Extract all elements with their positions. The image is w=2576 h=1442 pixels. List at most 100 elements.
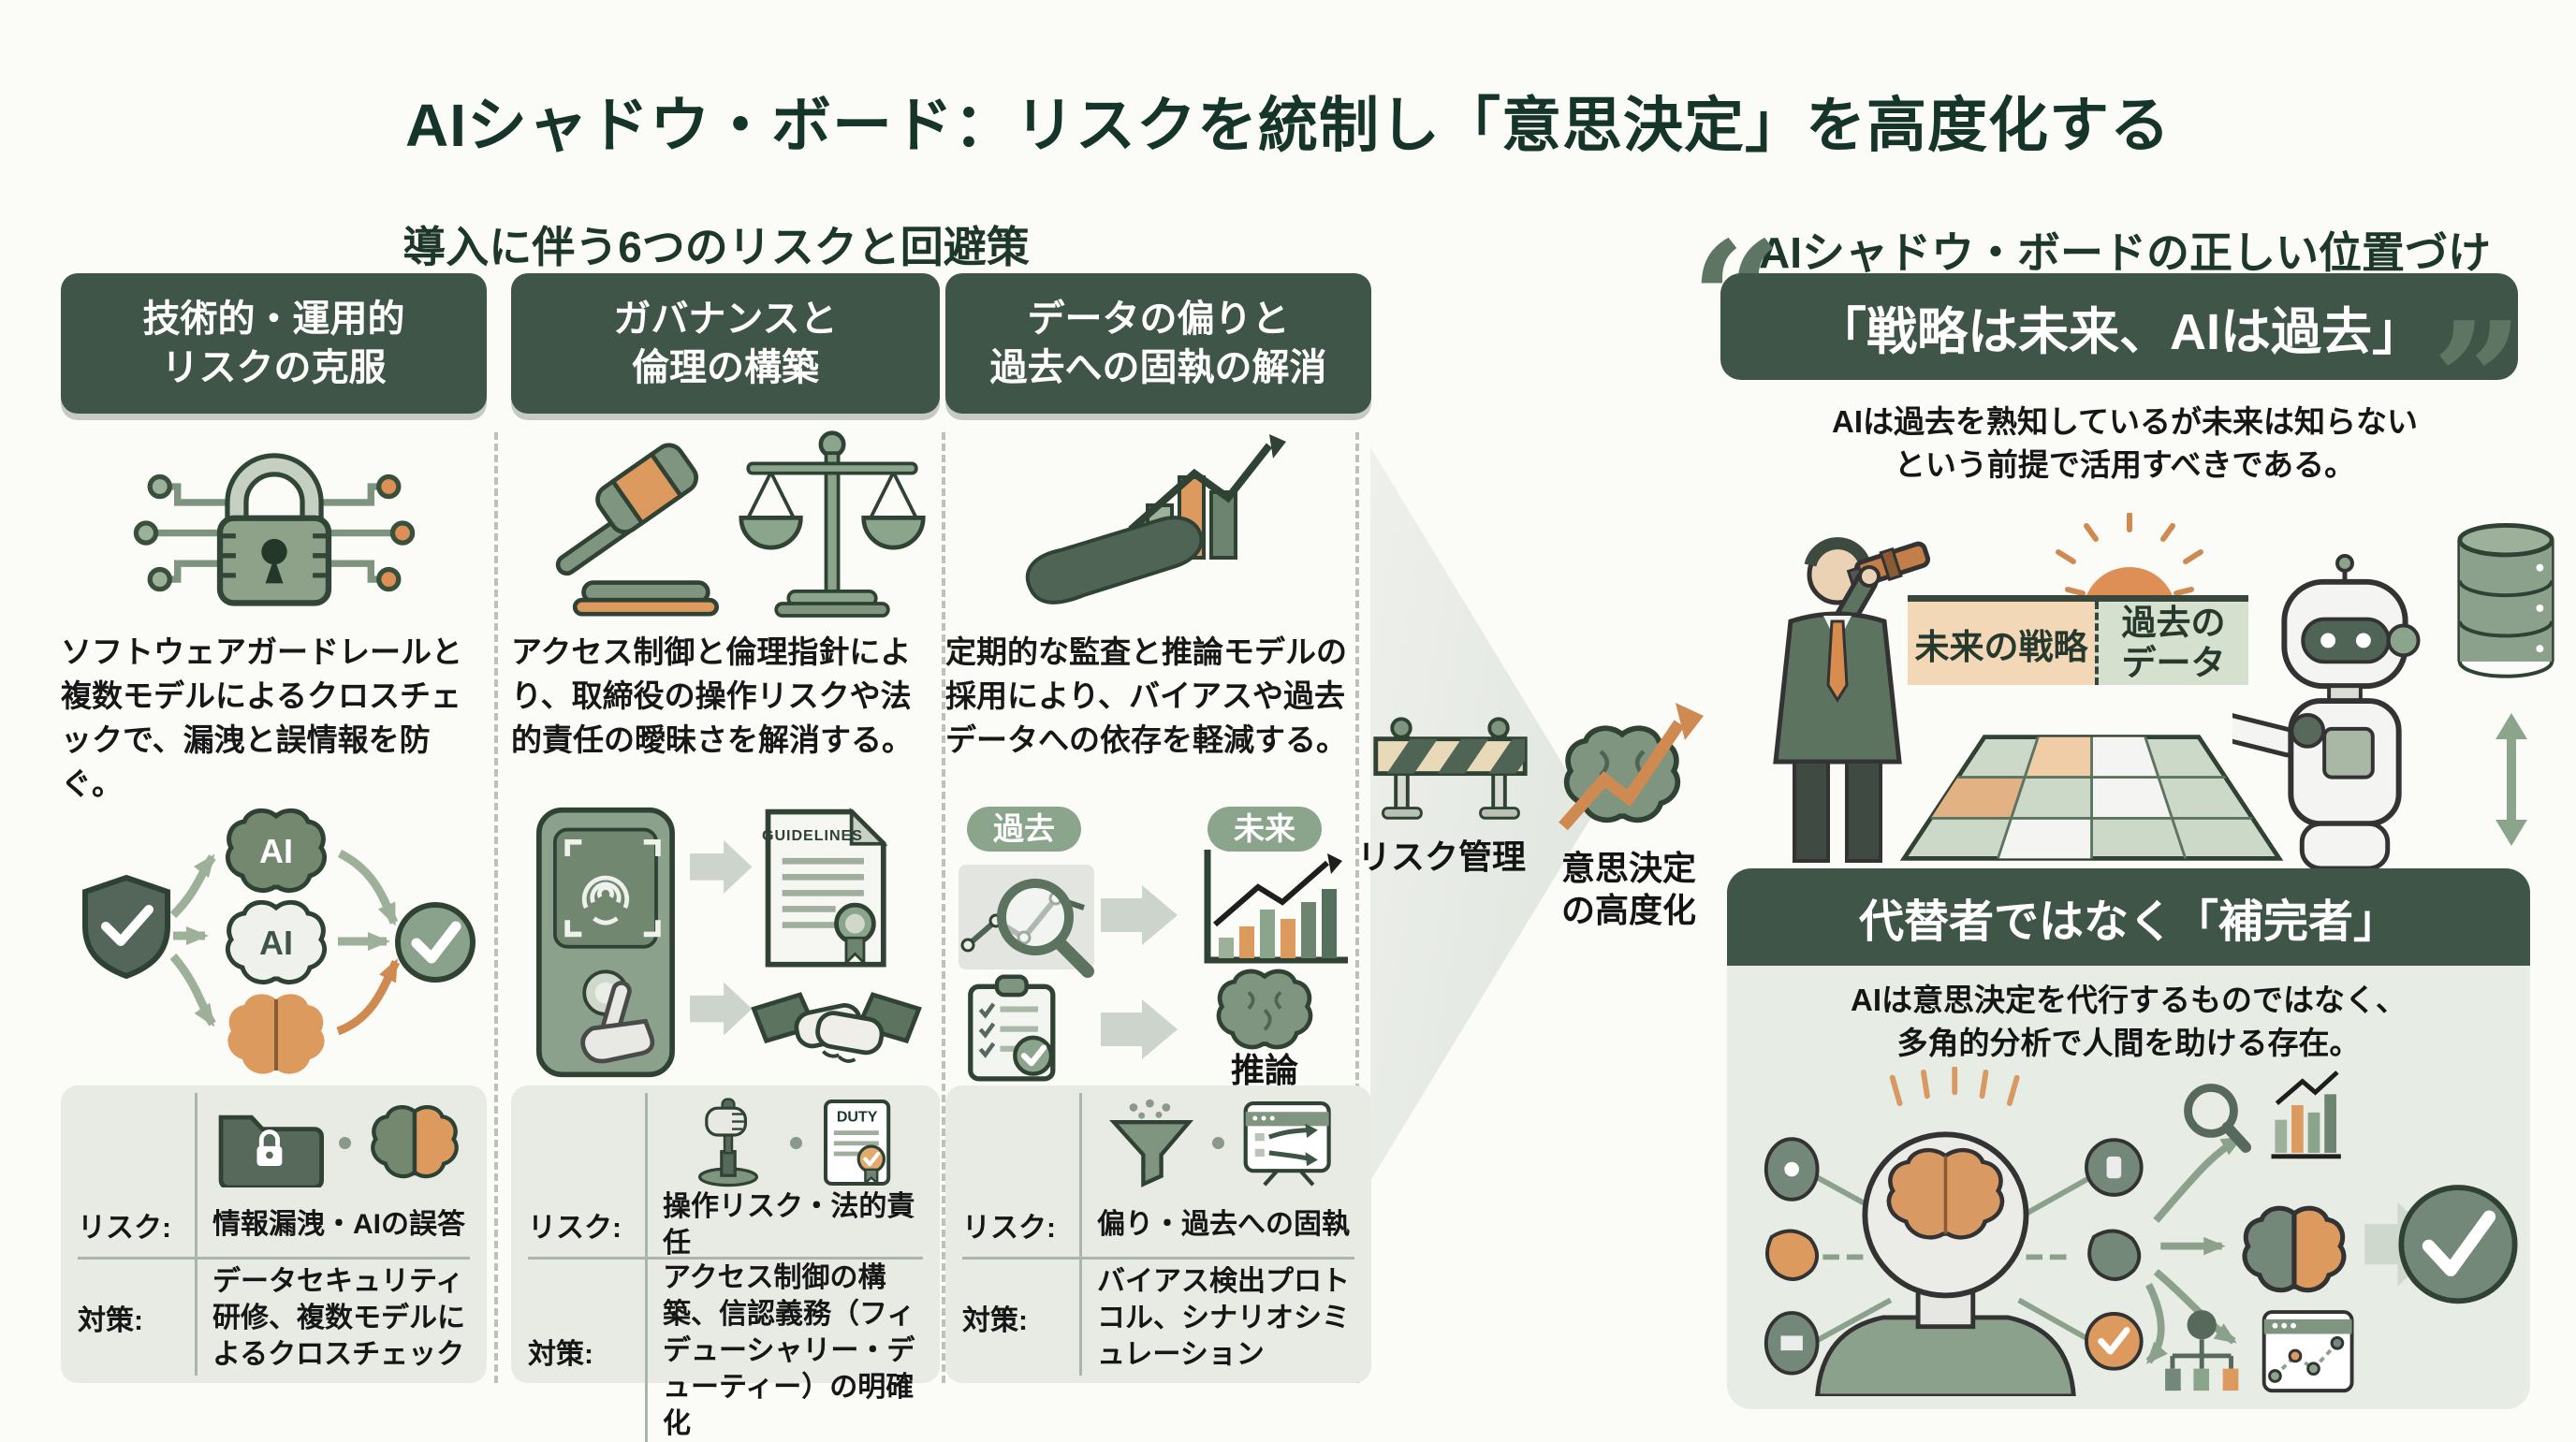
- measure-label: 対策:: [962, 1260, 1082, 1376]
- hand-holding-chart-icon: [945, 414, 1371, 631]
- final-check-icon: [2398, 1185, 2518, 1304]
- svg-text:AI: AI: [259, 924, 293, 962]
- guidelines-document-icon: GUIDELINES: [762, 808, 888, 968]
- quote-box: 「戦略は未来、AIは過去」: [1720, 273, 2518, 380]
- mini-bar-chart-icon: [2271, 1071, 2341, 1159]
- svg-text:未来: 未来: [1234, 811, 1295, 846]
- gavel-icon: [555, 442, 719, 617]
- arrow-right: [1100, 999, 1178, 1059]
- ai-brain-green-icon: AI: [225, 808, 327, 893]
- node-links: [1814, 1174, 2094, 1345]
- barricade-icon: [1368, 691, 1532, 831]
- lock-shackle: [229, 457, 318, 520]
- flow-arrows: [169, 849, 398, 1027]
- dot-separator: [339, 1136, 351, 1149]
- column-header-line2: 倫理の構築: [632, 347, 819, 388]
- executive-telescope-icon: [1727, 517, 1961, 870]
- left-section-subtitle: 導入に伴う6つのリスクと回避策: [402, 223, 1030, 272]
- future-pill: 未来: [1207, 807, 1322, 852]
- duty-document-icon: DUTY: [823, 1100, 890, 1186]
- dot-separator: [789, 1136, 802, 1149]
- split-brain-icon: [2242, 1206, 2347, 1293]
- complement-body: AIは意思決定を代行するものではなく、 多角的分析で人間を助ける存在。: [1851, 983, 2407, 1061]
- column-divider: [1355, 432, 1359, 1383]
- quote-subtext-line2: という前提で活用すべきである。: [1894, 447, 2356, 482]
- gavel-scales-icon: [511, 414, 940, 631]
- complement-illustration: [1764, 1067, 2518, 1397]
- column-header-line1: データの偏りと: [1027, 299, 1290, 340]
- brain-growth-icon: [1546, 686, 1710, 840]
- risk-value: 操作リスク・法的責任: [648, 1191, 923, 1260]
- past-pill: 過去: [966, 807, 1081, 852]
- dot-separator: [1212, 1136, 1224, 1149]
- inference-label: 推論: [1230, 1051, 1297, 1087]
- keyhole: [260, 538, 287, 564]
- measure-label: 対策:: [78, 1260, 198, 1376]
- measure-value: バイアス検出プロトコル、シナリオシミュレーション: [1097, 1265, 1350, 1370]
- close-quote-icon: ”: [2432, 287, 2524, 474]
- column-header-line2: リスクの克服: [161, 347, 387, 388]
- complement-header: 代替者ではなく「補完者」: [1727, 868, 2530, 966]
- svg-text:AI: AI: [259, 832, 293, 870]
- arrow-right: [690, 982, 753, 1036]
- shield-check-icon: [81, 874, 170, 980]
- document-lines: [782, 857, 864, 928]
- hand-on-lever-icon: [697, 1098, 758, 1187]
- risk-label: リスク:: [962, 1192, 1082, 1260]
- risk-measure-box: リスク: 偏り・過去への固執 対策: バイアス検出プロトコル、シナリオシミュレー…: [945, 1085, 1371, 1383]
- magnifier-chart-icon: [958, 865, 1094, 978]
- checklist-clipboard-icon: [967, 974, 1055, 1082]
- measure-label: 対策:: [528, 1260, 648, 1442]
- crosscheck-diagram: AI AI: [61, 805, 487, 1080]
- funnel-icon: [1109, 1099, 1193, 1187]
- right-section-subtitle: AIシャドウ・ボードの正しい位置づけ: [1759, 228, 2491, 278]
- column-divider: [494, 432, 498, 1383]
- column-body-text: 定期的な監査と推論モデルの採用により、バイアスや過去データへの依存を軽減する。: [945, 634, 1347, 757]
- column-header-technical: 技術的・運用的 リスクの克服: [61, 273, 487, 414]
- svg-text:DUTY: DUTY: [836, 1110, 877, 1126]
- branching-screen-icon: [1243, 1100, 1331, 1187]
- sync-arrow-icon: [2479, 709, 2544, 850]
- lock-circuit-icon: [61, 414, 487, 631]
- strategy-board-icon: [1877, 730, 2289, 866]
- risk-column-data-bias: データの偏りと 過去への固執の解消 定期的な監査と推論モデルの採用により、バイア…: [945, 273, 1371, 1383]
- brain-orange-icon: [227, 994, 325, 1074]
- svg-text:GUIDELINES: GUIDELINES: [762, 827, 863, 844]
- inference-brain-icon: [1216, 969, 1312, 1050]
- risk-label: リスク:: [528, 1192, 648, 1260]
- quote-text: 「戦略は未来、AIは過去」: [1816, 303, 2422, 360]
- measure-value: データセキュリティ研修、複数モデルによるクロスチェック: [212, 1265, 465, 1370]
- robot-icon: [2232, 554, 2457, 870]
- column-header-line2: 過去への固執の解消: [989, 347, 1327, 388]
- measure-value: アクセス制御の構築、信認義務（フィデューシャリー・デューティー）の明確化: [663, 1262, 915, 1439]
- column-header-governance: ガバナンスと 倫理の構築: [511, 273, 940, 414]
- fingerprint-lines: [581, 875, 630, 925]
- rays: [1889, 1067, 2020, 1107]
- lock-ridges: [219, 532, 329, 578]
- magnifier-icon: [2184, 1084, 2252, 1154]
- risk-value: 情報漏洩・AIの誤答: [198, 1192, 470, 1260]
- access-control-diagram: GUIDELINES: [511, 805, 940, 1080]
- scales-icon: [739, 430, 926, 618]
- decision-enhancement-label: 意思決定 の高度化: [1560, 849, 1696, 929]
- tree-diagram-icon: [2165, 1310, 2239, 1391]
- risk-label: リスク:: [78, 1192, 198, 1260]
- future-strategy-label: 未来の戦略: [1908, 602, 2095, 685]
- risk-column-governance: ガバナンスと 倫理の構築: [511, 273, 940, 1442]
- circuit-left-nodes: [133, 473, 172, 591]
- scatter-window-icon: [2261, 1310, 2354, 1393]
- column-header-line1: ガバナンスと: [613, 299, 838, 340]
- risk-column-technical: 技術的・運用的 リスクの克服 ソ: [61, 273, 487, 1383]
- column-body-text: アクセス制御と倫理指針により、取締役の操作リスクや法的責任の曖昧さを解消する。: [511, 634, 913, 757]
- handshake-icon: [751, 992, 922, 1063]
- arrow-right: [1100, 885, 1178, 945]
- column-header-data-bias: データの偏りと 過去への固執の解消: [945, 273, 1371, 414]
- person-with-brain: [1815, 1131, 2076, 1397]
- scan-brackets: [564, 838, 661, 938]
- locked-folder-icon: [218, 1114, 324, 1187]
- arrow-right: [690, 839, 753, 894]
- thought-nodes: [1764, 1137, 2144, 1376]
- complement-box: 代替者ではなく「補完者」 AIは意思決定を代行するものではなく、 多角的分析で人…: [1727, 868, 2530, 1409]
- strategy-data-banner: 未来の戦略 過去の データ: [1908, 595, 2248, 685]
- orange-flow-arrow: [335, 958, 400, 1036]
